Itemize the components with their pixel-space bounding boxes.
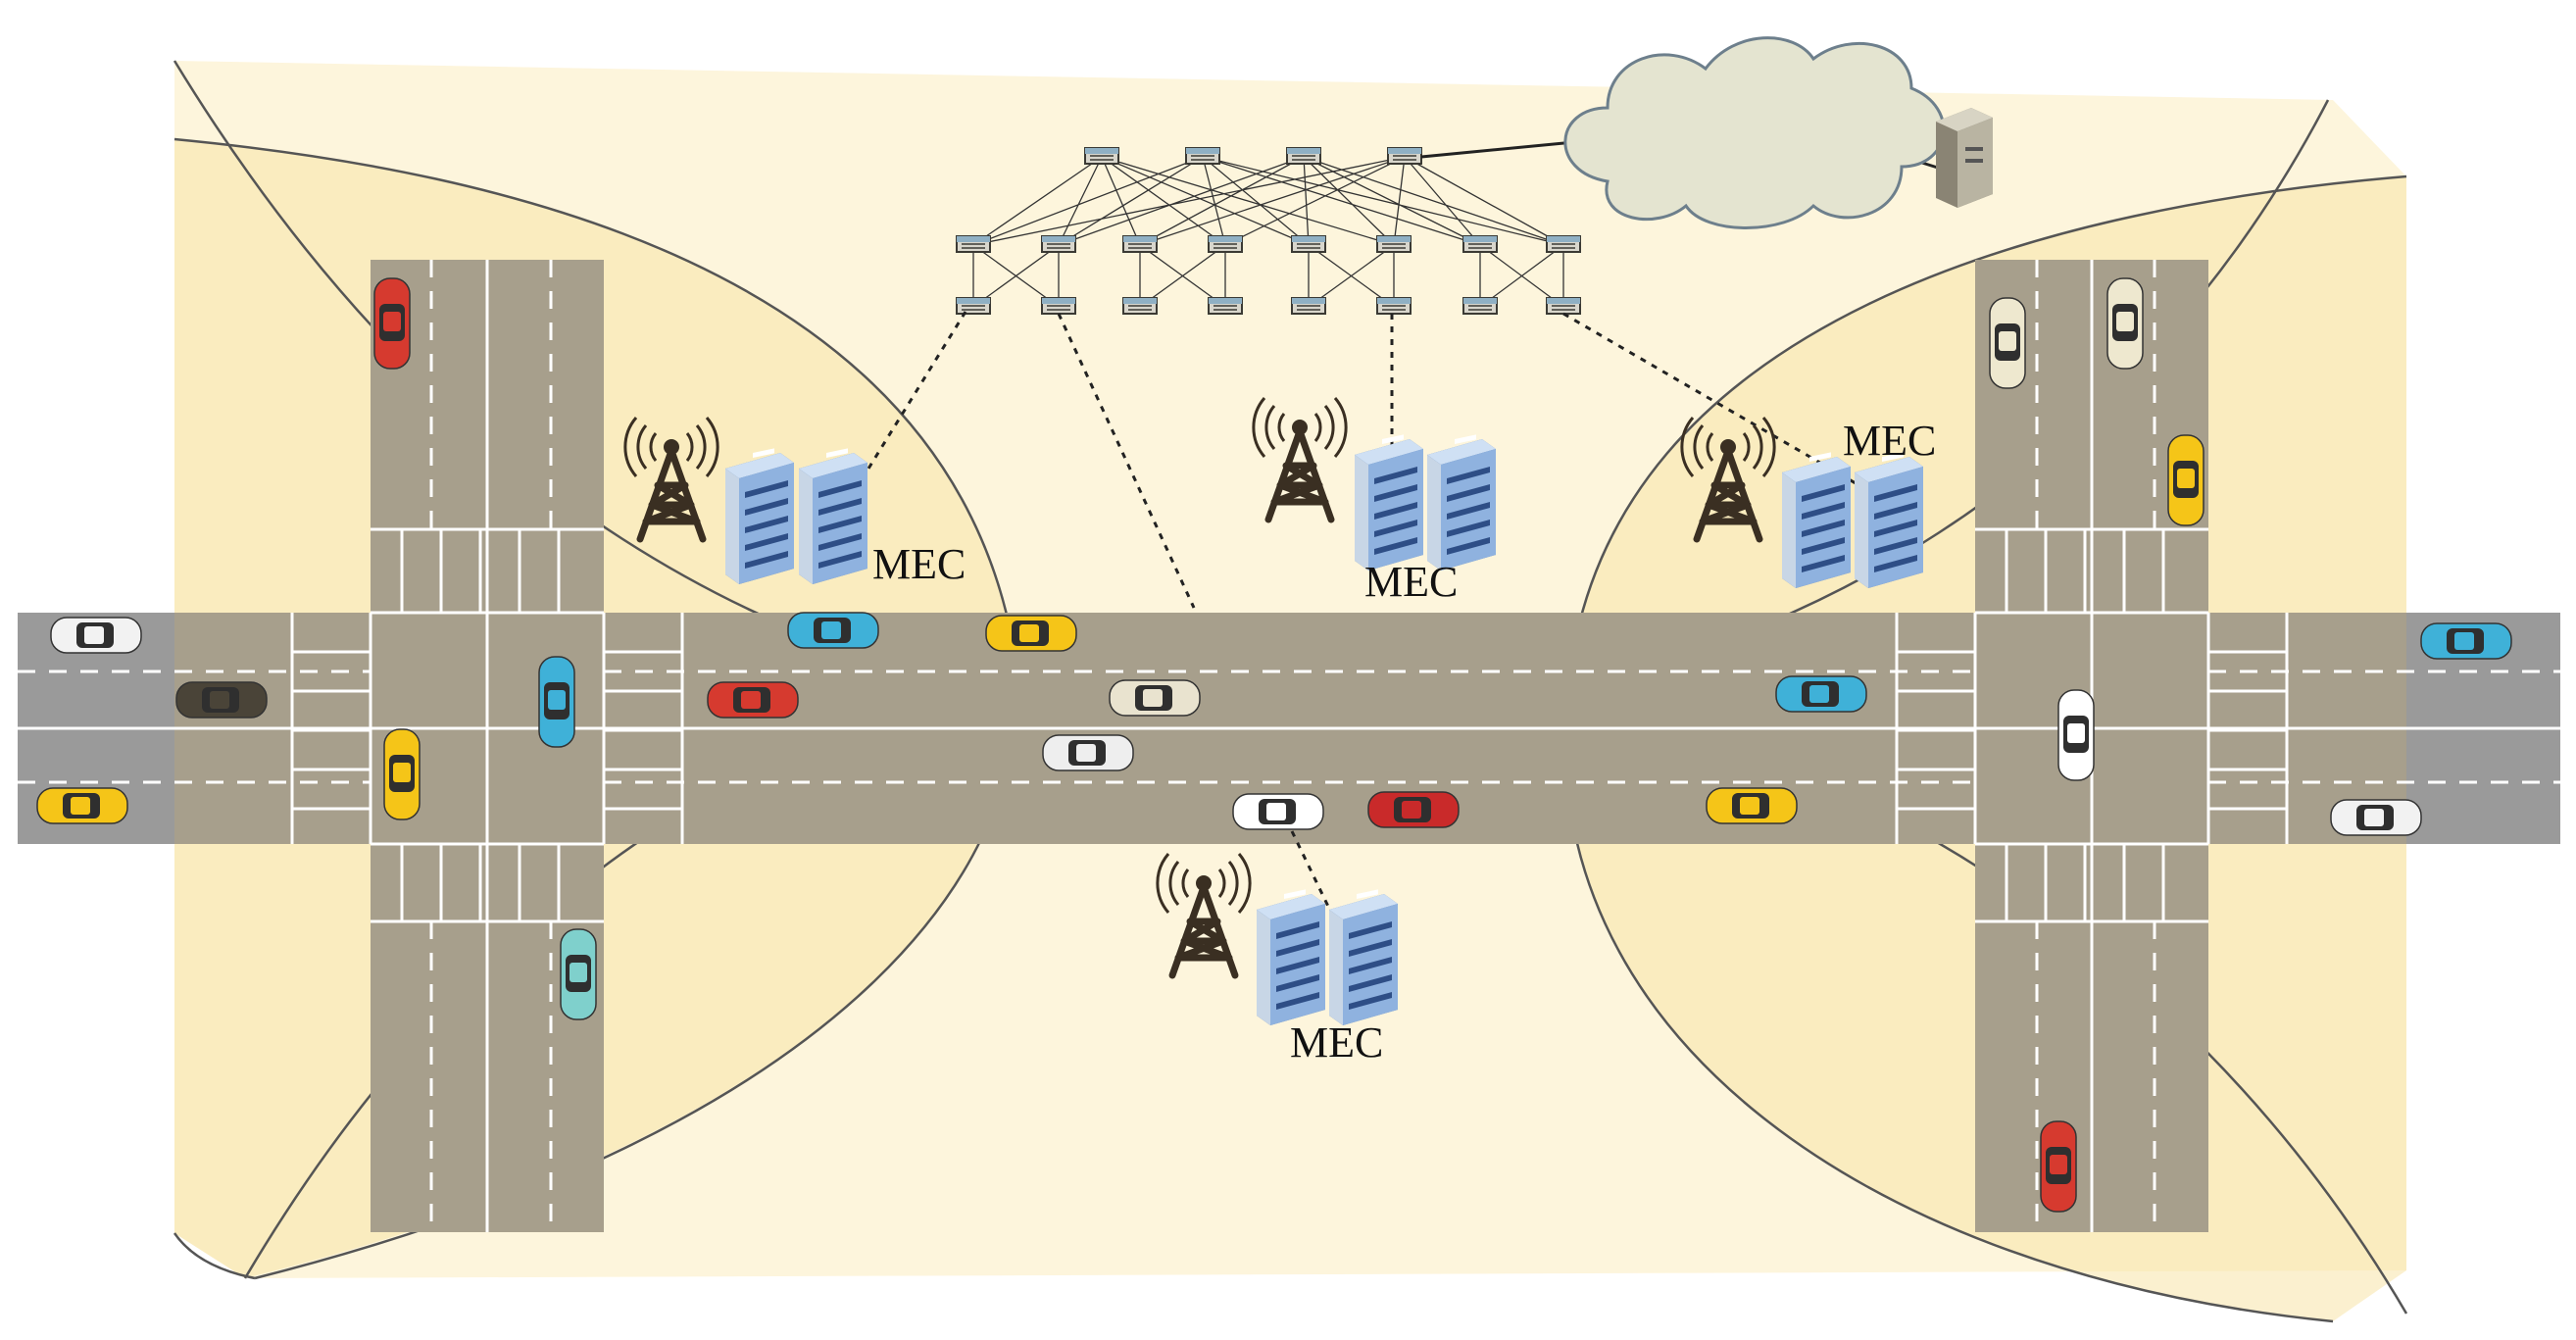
- mec-label: MEC: [872, 540, 966, 588]
- car-icon: [1232, 793, 1324, 830]
- core-network: [956, 147, 1581, 315]
- car-icon: [373, 277, 411, 370]
- car-icon: [2057, 689, 2095, 781]
- car-icon: [560, 928, 597, 1020]
- mec-label: MEC: [1364, 558, 1458, 606]
- cloud-server-icon: [1936, 108, 1993, 208]
- mec-site-right: MEC: [1682, 417, 1936, 588]
- car-icon: [2106, 277, 2144, 370]
- car-icon: [50, 617, 142, 654]
- mec-site-bottom: MEC: [1158, 854, 1398, 1067]
- car-icon: [383, 728, 421, 820]
- car-icon: [2167, 434, 2204, 526]
- car-icon: [1706, 787, 1798, 824]
- car-icon: [2420, 622, 2512, 660]
- car-icon: [1109, 679, 1201, 717]
- car-icon: [1775, 675, 1867, 713]
- car-icon: [1042, 734, 1134, 771]
- car-icon: [787, 612, 879, 649]
- car-icon: [175, 681, 268, 719]
- car-icon: [1367, 791, 1460, 828]
- mec-label: MEC: [1290, 1018, 1383, 1067]
- car-icon: [36, 787, 128, 824]
- car-icon: [2040, 1120, 2077, 1213]
- mec-site-left: MEC: [625, 418, 966, 588]
- car-icon: [707, 681, 799, 719]
- mec-site-center: MEC: [1254, 398, 1496, 606]
- cloud-icon: [1420, 36, 1946, 229]
- car-icon: [1989, 297, 2026, 389]
- car-icon: [985, 615, 1077, 652]
- car-icon: [538, 656, 575, 748]
- mec-label: MEC: [1843, 417, 1936, 465]
- car-icon: [2330, 799, 2422, 836]
